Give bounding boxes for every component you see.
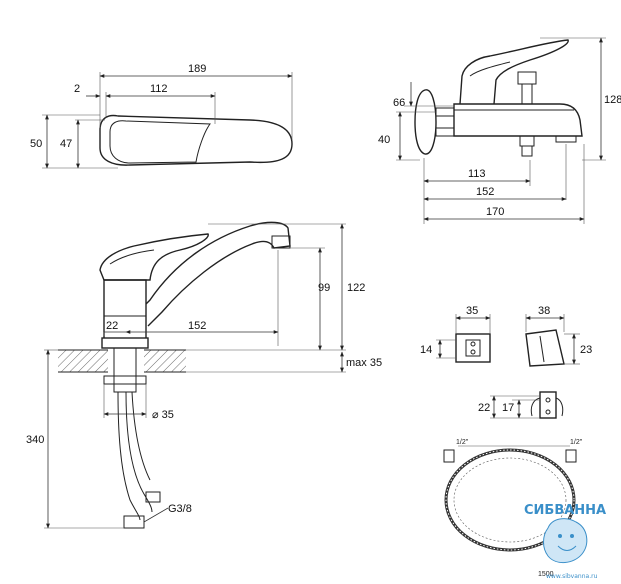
dim-40: 40: [378, 134, 390, 146]
dim-170: 170: [486, 206, 504, 218]
hose-length: 1500: [538, 571, 554, 578]
dim-22-wall: 22: [478, 402, 490, 414]
dim-189: 189: [188, 63, 206, 75]
dim-38: 38: [538, 305, 550, 317]
dim-2: 2: [74, 83, 80, 95]
dim-22-sink: 22: [106, 320, 118, 332]
dim-152-sink: 152: [188, 320, 206, 332]
dim-99: 99: [318, 282, 330, 294]
dim-max35: max 35: [346, 357, 382, 369]
hose-half-left: 1/2": [456, 439, 469, 446]
dim-50: 50: [30, 138, 42, 150]
dim-47: 47: [60, 138, 72, 150]
dim-23: 23: [580, 344, 592, 356]
holder-1: 35 14: [420, 305, 491, 363]
lever-side-view: 189 112 2 50 47: [30, 63, 293, 169]
wall-holder: 22 17: [478, 391, 564, 419]
bath-mascot-icon: [543, 518, 588, 563]
brand-url: www.sibvanna.ru: [546, 573, 598, 580]
dim-35-holder: 35: [466, 305, 478, 317]
brand-name: СИБВАННА: [524, 503, 606, 518]
dim-14: 14: [420, 344, 432, 356]
dim-17: 17: [502, 402, 514, 414]
dim-122: 122: [347, 282, 365, 294]
hose-half-right: 1/2": [570, 439, 583, 446]
dim-340: 340: [26, 434, 44, 446]
dim-g38: G3/8: [168, 503, 192, 515]
dim-128: 128: [604, 94, 621, 106]
dim-112: 112: [150, 83, 168, 95]
dim-66: 66: [393, 97, 405, 109]
dim-113: 113: [468, 168, 486, 180]
holder-2: 38 23: [525, 305, 592, 367]
sink-mixer-view: 99 122 max 35 152 22 340 ⌀ 35 G3/8: [26, 221, 382, 529]
dim-152-bath: 152: [476, 186, 494, 198]
shower-hose: 1/2" 1/2" 1500: [443, 439, 583, 578]
dim-diam35: ⌀ 35: [152, 409, 174, 421]
brand-watermark: СИБВАННА www.sibvanna.ru: [524, 503, 606, 580]
bath-mixer-view: 66 40 128 113 152 170: [378, 37, 621, 224]
